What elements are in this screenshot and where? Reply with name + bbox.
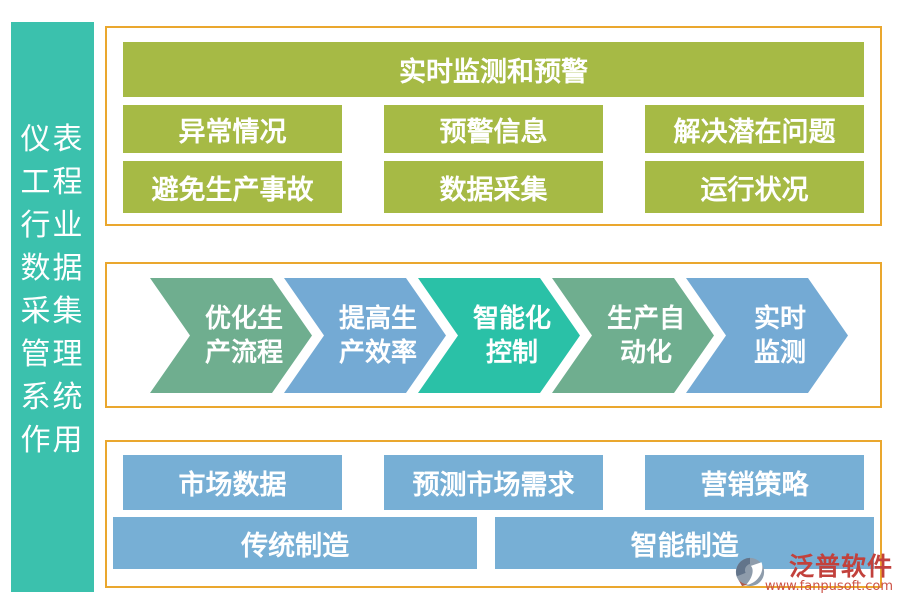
- logo-text-block: 泛普软件 www.fanpusoft.com: [765, 554, 893, 594]
- process-flow-panel: 优化生 产流程 提高生 产效率 智能化 控制 生产自 动化 实时 监测: [105, 262, 882, 408]
- market-row-top: 市场数据 预测市场需求 营销策略: [107, 442, 880, 510]
- logo-name: 泛普软件: [788, 552, 893, 581]
- process-step-production-automation: 生产自 动化: [552, 278, 714, 393]
- step-label-line2: 产流程: [204, 337, 283, 368]
- step-label-line1: 优化生: [204, 303, 283, 334]
- monitor-item-abnormal: 异常情况: [123, 105, 342, 153]
- monitor-item-solve-problems: 解决潜在问题: [645, 105, 864, 153]
- title-sidebar: 仪表工程行业数据采集管理系统作用: [11, 22, 94, 592]
- market-item-traditional-manufacturing: 传统制造: [113, 517, 478, 569]
- monitoring-grid: 实时监测和预警 异常情况 预警信息 解决潜在问题 避免生产事故 数据采集 运行状…: [107, 28, 880, 224]
- step-label-line2: 控制: [485, 337, 538, 368]
- step-label-line1: 提高生: [338, 303, 417, 334]
- monitor-item-avoid-accidents: 避免生产事故: [123, 161, 342, 213]
- step-label-line2: 监测: [753, 337, 806, 368]
- step-label-line2: 产效率: [338, 337, 417, 368]
- process-step-intelligent-control: 智能化 控制: [418, 278, 580, 393]
- logo-url: www.fanpusoft.com: [764, 579, 893, 594]
- fanpu-circle-swoosh-icon: [735, 556, 765, 592]
- market-item-intelligent-manufacturing: 智能制造: [495, 517, 874, 569]
- monitor-item-running-status: 运行状况: [645, 161, 864, 213]
- market-item-market-data: 市场数据: [123, 455, 342, 510]
- market-item-forecast-demand: 预测市场需求: [384, 455, 603, 510]
- monitor-item-warning-info: 预警信息: [384, 105, 603, 153]
- step-label-line1: 实时: [753, 303, 806, 334]
- process-chevron-row: 优化生 产流程 提高生 产效率 智能化 控制 生产自 动化 实时 监测: [107, 264, 880, 406]
- step-label-line2: 动化: [619, 337, 672, 368]
- market-row-bottom: 传统制造 智能制造: [107, 510, 880, 569]
- step-label-line1: 智能化: [472, 303, 551, 334]
- monitoring-panel: 实时监测和预警 异常情况 预警信息 解决潜在问题 避免生产事故 数据采集 运行状…: [105, 26, 882, 226]
- process-step-optimize-flow: 优化生 产流程: [150, 278, 312, 393]
- monitor-item-data-collection: 数据采集: [384, 161, 603, 213]
- page-title: 仪表工程行业数据采集管理系统作用: [20, 122, 85, 458]
- monitor-header-bar: 实时监测和预警: [123, 42, 864, 97]
- step-label-line1: 生产自: [606, 303, 685, 334]
- market-item-marketing-strategy: 营销策略: [645, 455, 864, 510]
- fanpu-logo: 泛普软件 www.fanpusoft.com: [735, 554, 893, 594]
